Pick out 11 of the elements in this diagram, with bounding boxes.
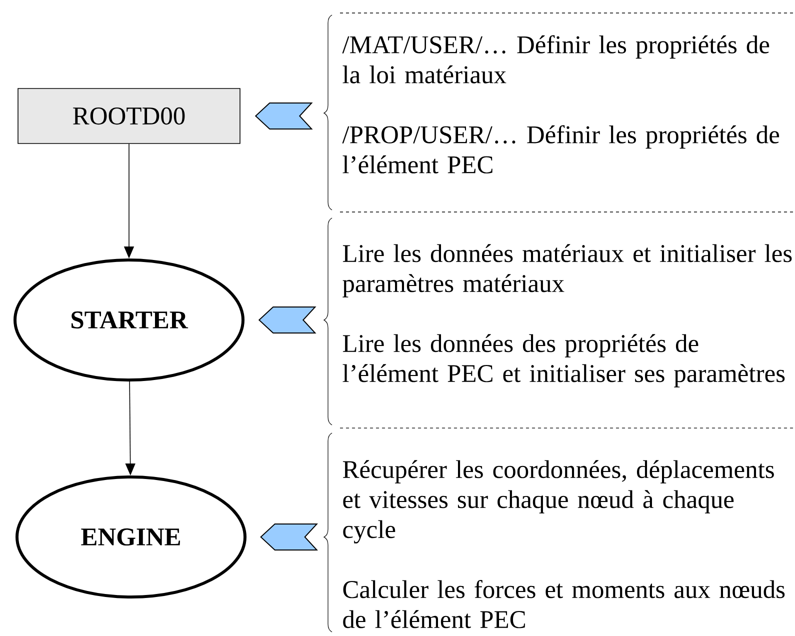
note-text: /MAT/USER/… Définir les propriétés de la loi matériaux <box>342 35 770 84</box>
note-text: /PROP/USER/… Définir les propriétés de l’élément PEC <box>342 125 780 174</box>
curly-brace <box>324 432 332 632</box>
note-text: Récupérer les coordonnées, déplacements et vitesses sur chaque nœud à chaque cycle <box>342 460 774 544</box>
chevron-arrow <box>260 524 318 550</box>
curly-brace <box>324 14 332 210</box>
note-text: Lire les données matériaux et initialiser les paramètres matériaux <box>342 244 792 298</box>
curly-brace <box>324 218 332 426</box>
note-text: Lire les données des propriétés de l’élément PEC et initialiser ses paramètres <box>342 334 785 388</box>
process-box: ROOTD00 <box>18 88 240 144</box>
note-text: Calculer les forces et moments aux nœuds de l’élément PEC <box>343 580 785 628</box>
